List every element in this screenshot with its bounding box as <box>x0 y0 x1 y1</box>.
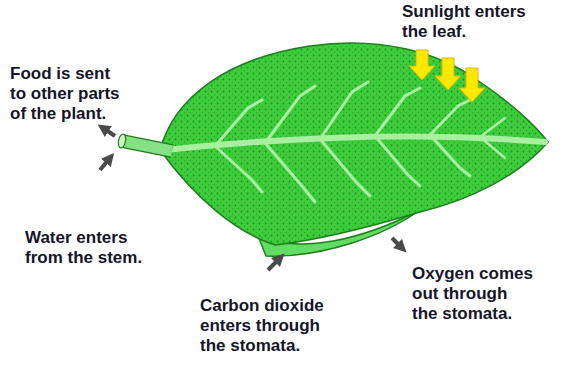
caption-label: Sunlight enters the leaf. <box>402 2 542 42</box>
vein <box>265 143 315 202</box>
sun-arrow <box>459 68 485 102</box>
vein <box>480 137 505 158</box>
caption-label: Food is sent to other parts of the plant… <box>10 64 125 124</box>
carbon-dioxide-arrow <box>268 258 280 270</box>
vein <box>265 86 315 143</box>
stem <box>122 141 172 151</box>
sunlight-arrows <box>409 50 485 102</box>
food-arrow <box>103 128 115 136</box>
flow-arrows <box>100 128 402 270</box>
sun-arrow <box>409 50 435 80</box>
leaf-blade <box>160 43 548 245</box>
vein <box>375 136 420 186</box>
oxygen-arrow <box>392 238 402 248</box>
caption-label: Water enters from the stem. <box>25 228 150 268</box>
vein <box>215 146 262 192</box>
leaf-veins <box>165 82 545 202</box>
vein <box>375 88 420 136</box>
vein <box>320 82 368 139</box>
water-arrow <box>100 158 110 170</box>
vein <box>430 135 470 176</box>
vein <box>430 100 470 135</box>
caption-label: Carbon dioxide enters through the stomat… <box>200 296 335 356</box>
vein <box>480 118 505 137</box>
sun-arrow <box>435 58 461 90</box>
vein <box>320 139 370 196</box>
caption-label: Oxygen comes out through the stomata. <box>412 264 535 324</box>
stem-outline <box>122 141 172 151</box>
stem-end <box>117 133 127 148</box>
vein <box>215 100 262 146</box>
